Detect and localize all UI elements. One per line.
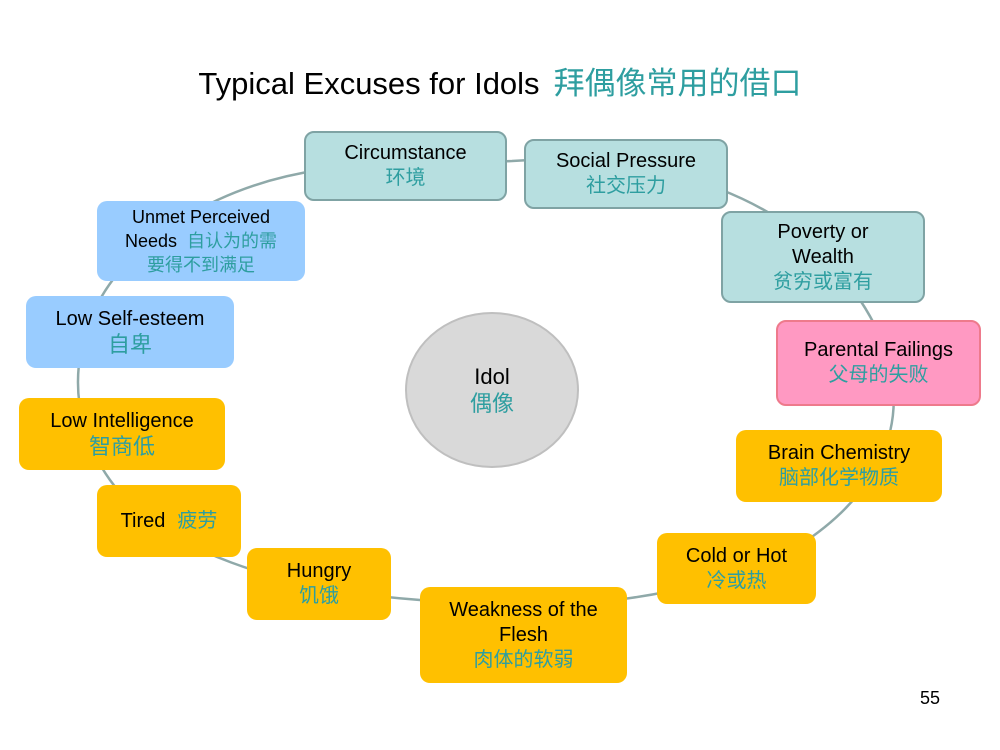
node-circumstance-chinese: 环境 [385,167,426,189]
node-poverty-wealth-chinese: 贫穷或富有 [773,270,873,293]
node-cold-hot-label: Cold or Hot [685,544,788,567]
node-hungry-label: Hungry [286,560,352,582]
title-chinese: 拜偶像常用的借口 [553,66,802,101]
node-low-intelligence-label: Low Intelligence [50,410,194,432]
center-idol: Idol 偶像 [405,312,579,468]
node-social-pressure-chinese: 社交压力 [586,175,666,197]
node-poverty-wealth-label-1: Poverty or [777,220,869,243]
node-unmet-needs-chinese-1: 自认为的需 [187,231,278,251]
node-low-intelligence-chinese: 智商低 [88,434,155,459]
node-weakness-flesh-label-2: Flesh [499,623,548,646]
node-brain-chemistry-chinese: 脑部化学物质 [779,467,899,489]
node-circumstance-label: Circumstance [344,142,467,164]
node-unmet-needs-chinese-2: 要得不到满足 [147,255,255,275]
node-brain-chemistry-label: Brain Chemistry [767,442,911,464]
node-cold-hot-chinese: 冷或热 [706,569,767,592]
node-low-self-esteem-chinese: 自卑 [107,332,152,357]
node-cold-hot: Cold or Hot 冷或热 [657,533,816,604]
node-low-intelligence: Low Intelligence 智商低 [19,398,225,470]
node-weakness-flesh-label-1: Weakness of the [449,598,598,621]
node-parental-failings: Parental Failings 父母的失败 [776,320,981,406]
node-unmet-needs-line-2: Needs 自认为的需 [125,229,277,253]
node-hungry-chinese: 饥饿 [299,585,339,607]
node-unmet-needs-label-2: Needs [124,231,178,251]
center-idol-label: Idol [474,364,510,389]
node-poverty-wealth: Poverty or Wealth 贫穷或富有 [721,211,925,303]
title-english: Typical Excuses for Idols [198,66,540,101]
node-hungry: Hungry 饥饿 [247,548,391,620]
node-weakness-flesh-chinese: 肉体的软弱 [473,648,574,671]
node-circumstance: Circumstance 环境 [304,131,507,201]
node-low-self-esteem: Low Self-esteem 自卑 [26,296,234,368]
node-social-pressure: Social Pressure 社交压力 [524,139,728,209]
page-number: 55 [919,688,940,708]
node-unmet-needs-label-1: Unmet Perceived [131,207,271,227]
node-tired: Tired 疲劳 [97,485,241,557]
node-poverty-wealth-label-2: Wealth [792,245,854,268]
node-brain-chemistry: Brain Chemistry 脑部化学物质 [736,430,942,502]
node-parental-failings-chinese: 父母的失败 [828,364,929,386]
node-tired-label: Tired [120,509,166,532]
slide-title: Typical Excuses for Idols 拜偶像常用的借口 [0,58,1000,103]
node-weakness-flesh: Weakness of the Flesh 肉体的软弱 [420,587,627,683]
node-parental-failings-label: Parental Failings [804,339,953,361]
node-tired-chinese: 疲劳 [177,509,218,532]
node-unmet-needs: Unmet Perceived Needs 自认为的需 要得不到满足 [97,201,305,281]
center-idol-chinese: 偶像 [469,391,514,416]
node-low-self-esteem-label: Low Self-esteem [55,308,205,330]
node-social-pressure-label: Social Pressure [555,150,697,172]
